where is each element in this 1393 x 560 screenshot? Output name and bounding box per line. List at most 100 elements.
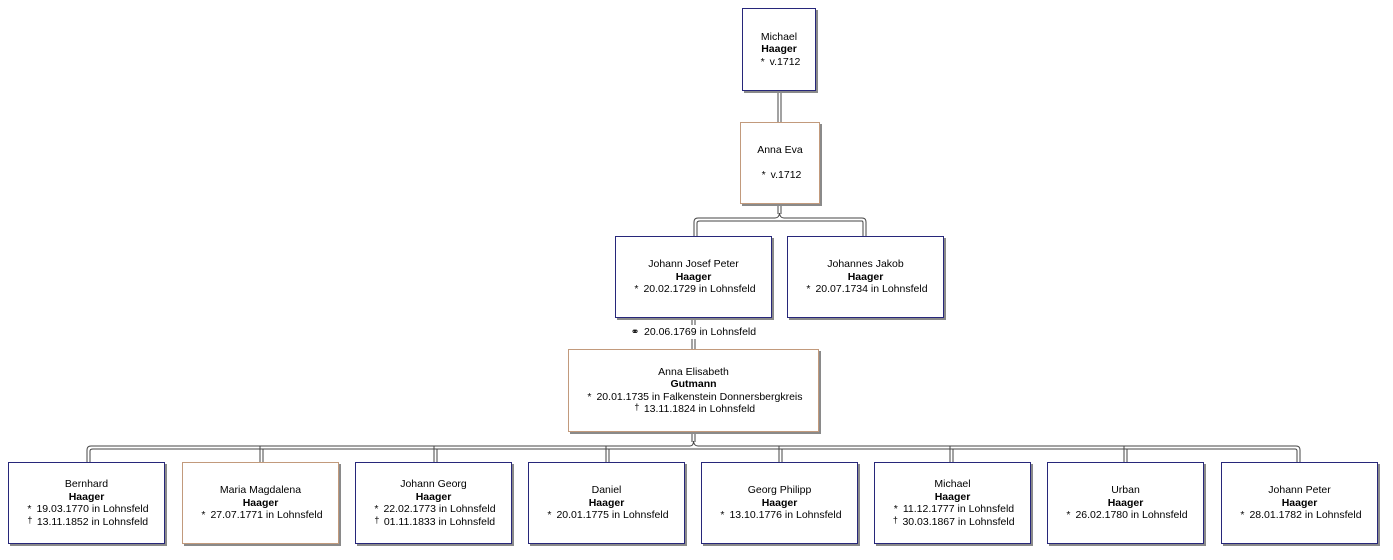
given-name: Michael xyxy=(760,30,798,43)
person-johann-josef-peter-haager[interactable]: Johann Josef Peter Haager * 20.02.1729 in… xyxy=(615,236,772,318)
birth-icon: * xyxy=(547,509,552,522)
person-urban-haager[interactable]: Urban Haager * 26.02.1780 in Lohnsfeld xyxy=(1047,462,1204,544)
death-date: 01.11.1833 in Lohnsfeld xyxy=(383,515,496,528)
surname: Haager xyxy=(68,490,105,503)
birth-date: v.1712 xyxy=(769,55,801,68)
person-johann-peter-haager[interactable]: Johann Peter Haager * 28.01.1782 in Lohns… xyxy=(1221,462,1378,544)
birth-event: * 19.03.1770 in Lohnsfeld xyxy=(24,503,148,516)
birth-icon: * xyxy=(806,283,811,296)
given-name: Johann Georg xyxy=(400,478,467,490)
birth-date: 11.12.1777 in Lohnsfeld xyxy=(902,503,1015,515)
birth-event: * 20.07.1734 in Lohnsfeld xyxy=(803,283,927,296)
given-name: Johann Josef Peter xyxy=(648,258,739,271)
death-date: 13.11.1824 in Lohnsfeld xyxy=(643,403,756,415)
person-maria-magdalena-haager[interactable]: Maria Magdalena Haager * 27.07.1771 in Lo… xyxy=(182,462,339,544)
birth-icon: * xyxy=(634,283,639,296)
given-name: Johannes Jakob xyxy=(827,258,904,271)
death-icon: † xyxy=(374,514,380,525)
marriage-date: 20.06.1769 in Lohnsfeld xyxy=(644,326,757,338)
person-anna-elisabeth-gutmann[interactable]: Anna Elisabeth Gutmann * 20.01.1735 in Fa… xyxy=(568,349,819,432)
birth-date: v.1712 xyxy=(770,169,802,182)
birth-date: 28.01.1782 in Lohnsfeld xyxy=(1249,509,1362,522)
person-bernhard-haager[interactable]: Bernhard Haager * 19.03.1770 in Lohnsfeld… xyxy=(8,462,165,544)
line-annaeva-bar xyxy=(693,212,867,236)
birth-event: * 11.12.1777 in Lohnsfeld xyxy=(891,503,1014,516)
line-family-trunk xyxy=(691,432,696,442)
death-icon: † xyxy=(27,514,33,525)
surname: Haager xyxy=(588,496,625,509)
birth-event: * v.1712 xyxy=(759,169,802,182)
birth-icon: * xyxy=(760,55,765,68)
given-name: Johann Peter xyxy=(1268,484,1331,497)
death-event: †13.11.1824 in Lohnsfeld xyxy=(632,402,756,416)
birth-icon: * xyxy=(587,390,592,403)
surname: Haager xyxy=(1281,496,1318,509)
given-name: Georg Philipp xyxy=(747,484,812,497)
death-icon: † xyxy=(634,402,640,412)
surname: Haager xyxy=(1107,496,1144,509)
surname: Haager xyxy=(934,490,971,503)
line-family-bar xyxy=(86,440,1301,462)
line-marriage xyxy=(691,318,696,349)
given-name: Anna Eva xyxy=(757,144,803,157)
death-event: †01.11.1833 in Lohnsfeld xyxy=(372,514,496,529)
line-child-drops xyxy=(259,446,1128,462)
surname: Haager xyxy=(761,43,797,56)
birth-date: 20.02.1729 in Lohnsfeld xyxy=(643,283,756,296)
given-name: Daniel xyxy=(591,484,622,497)
given-name: Bernhard xyxy=(64,478,109,490)
line-annaeva-bar-inner xyxy=(696,220,864,236)
birth-event: * 28.01.1782 in Lohnsfeld xyxy=(1237,509,1361,522)
birth-icon: * xyxy=(761,169,766,182)
birth-event: * 20.02.1729 in Lohnsfeld xyxy=(631,283,755,296)
surname: Haager xyxy=(415,490,452,503)
given-name: Urban xyxy=(1111,484,1140,497)
birth-icon: * xyxy=(1240,509,1245,522)
marriage-label: ⚭ 20.06.1769 in Lohnsfeld xyxy=(628,326,757,338)
birth-icon: * xyxy=(201,509,206,522)
marriage-icon: ⚭ xyxy=(630,326,640,338)
death-event: † 30.03.1867 in Lohnsfeld xyxy=(890,514,1015,529)
birth-date: 20.07.1734 in Lohnsfeld xyxy=(815,283,928,296)
line-annaeva-trunk xyxy=(777,204,782,214)
birth-event: * 13.10.1776 in Lohnsfeld xyxy=(717,509,841,522)
death-icon: † xyxy=(892,514,898,525)
birth-date: 27.07.1771 in Lohnsfeld xyxy=(210,509,323,522)
surname: Gutmann xyxy=(670,378,717,390)
person-johannes-jakob-haager[interactable]: Johannes Jakob Haager * 20.07.1734 in Loh… xyxy=(787,236,944,318)
surname: Haager xyxy=(847,270,884,283)
birth-event: * 20.01.1735 in Falkenstein Donnersbergkr… xyxy=(584,391,802,404)
surname: Haager xyxy=(242,496,279,509)
birth-date: 19.03.1770 in Lohnsfeld xyxy=(36,503,149,515)
given-name: Maria Magdalena xyxy=(219,484,302,497)
birth-date: 26.02.1780 in Lohnsfeld xyxy=(1075,509,1188,522)
death-date: 30.03.1867 in Lohnsfeld xyxy=(902,515,1015,528)
birth-date: 20.01.1775 in Lohnsfeld xyxy=(556,509,669,522)
person-georg-philipp-haager[interactable]: Georg Philipp Haager * 13.10.1776 in Lohn… xyxy=(701,462,858,544)
surname: Haager xyxy=(761,496,798,509)
death-date: 13.11.1852 in Lohnsfeld xyxy=(36,515,149,528)
line-family-bar-inner xyxy=(89,448,1298,462)
birth-icon: * xyxy=(720,509,725,522)
given-name: Anna Elisabeth xyxy=(658,365,729,378)
person-michael-haager-sr[interactable]: Michael Haager * v.1712 xyxy=(742,8,816,91)
surname: Haager xyxy=(675,270,712,283)
death-event: †13.11.1852 in Lohnsfeld xyxy=(25,514,149,529)
birth-date: 13.10.1776 in Lohnsfeld xyxy=(729,509,842,522)
person-anna-eva[interactable]: Anna Eva * v.1712 xyxy=(740,122,820,204)
birth-event: * v.1712 xyxy=(758,56,801,69)
birth-icon: * xyxy=(27,503,32,515)
birth-event: * 22.02.1773 in Lohnsfeld xyxy=(371,503,495,516)
birth-date: 20.01.1735 in Falkenstein Donnersbergkre… xyxy=(596,390,803,403)
person-daniel-haager[interactable]: Daniel Haager * 20.01.1775 in Lohnsfeld xyxy=(528,462,685,544)
birth-date: 22.02.1773 in Lohnsfeld xyxy=(383,503,496,515)
birth-icon: * xyxy=(893,503,898,515)
birth-icon: * xyxy=(1066,509,1071,522)
person-michael-haager-jr[interactable]: Michael Haager *11.12.1777 in Lohnsfeld … xyxy=(874,462,1031,544)
birth-icon: * xyxy=(374,503,379,515)
line-michael-annaeva xyxy=(777,91,782,122)
birth-event: * 27.07.1771 in Lohnsfeld xyxy=(198,509,322,522)
person-johann-georg-haager[interactable]: Johann Georg Haager * 22.02.1773 in Lohns… xyxy=(355,462,512,544)
birth-event: * 20.01.1775 in Lohnsfeld xyxy=(544,509,668,522)
